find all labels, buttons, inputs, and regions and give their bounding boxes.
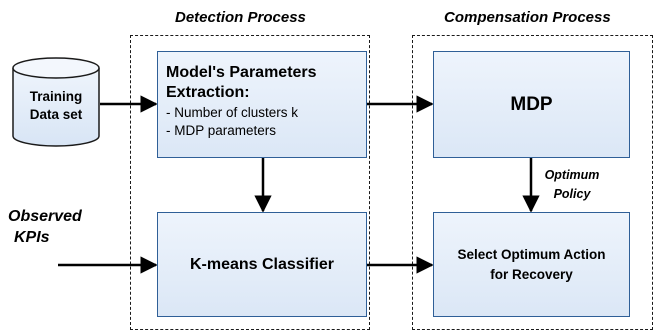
params-item-clusters: - Number of clusters k — [166, 105, 299, 120]
kmeans-classifier-box: K-means Classifier — [157, 212, 367, 317]
model-parameters-box: Model's Parameters Extraction: - Number … — [157, 51, 367, 158]
select-action-line1: Select Optimum Action — [457, 246, 606, 262]
detection-process-title: Detection Process — [175, 9, 306, 26]
select-action-line2: for Recovery — [490, 266, 573, 282]
optimum-policy-label: Optimum Policy — [544, 168, 600, 201]
mdp-label: MDP — [510, 93, 553, 115]
params-title-line2: Extraction: — [166, 84, 250, 101]
training-data-cylinder — [12, 57, 100, 147]
detection-process-group — [130, 35, 370, 330]
kmeans-classifier-label: K-means Classifier — [189, 255, 335, 273]
select-action-box: Select Optimum Action for Recovery — [433, 212, 630, 317]
params-title-line1: Model's Parameters — [166, 64, 317, 81]
training-data-label: Training Data set — [29, 89, 83, 122]
compensation-process-title: Compensation Process — [444, 9, 611, 26]
params-item-mdp: - MDP parameters — [166, 123, 277, 138]
compensation-process-group — [412, 35, 653, 330]
mdp-box: MDP — [433, 51, 630, 158]
observed-kpis-label: Observed KPIs — [8, 208, 82, 246]
